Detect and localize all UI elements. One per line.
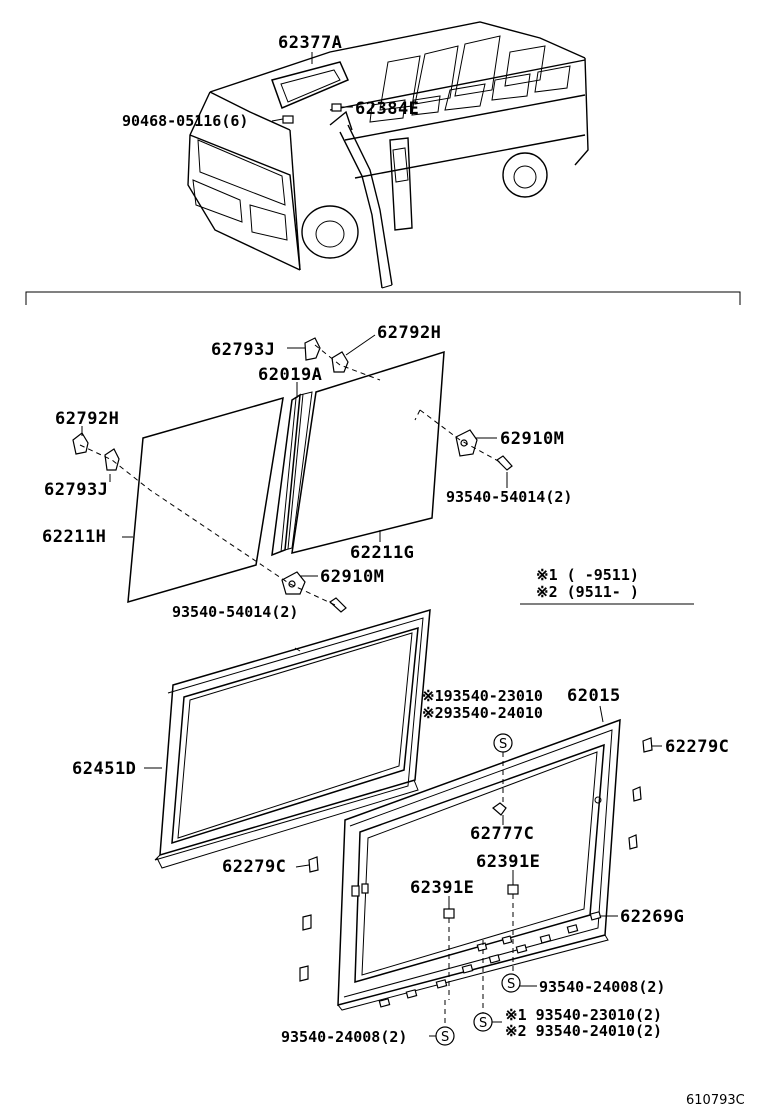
label-93540-23010-bottom: ※1 93540-23010(2) bbox=[505, 1006, 662, 1024]
van-illustration bbox=[187, 21, 589, 289]
svg-text:S: S bbox=[479, 1016, 487, 1031]
clip-62391E-right bbox=[507, 884, 519, 895]
label-62793J-left: 62793J bbox=[44, 480, 108, 500]
clip-62279C-right bbox=[642, 737, 653, 753]
label-62279C-right: 62279C bbox=[665, 737, 729, 757]
label-93540-54014-bottom: 93540-54014(2) bbox=[172, 603, 298, 621]
s-marker-right: S bbox=[501, 973, 521, 993]
figure-reference: 610793C bbox=[686, 1093, 745, 1108]
note-2: ※2 (9511- ) bbox=[536, 583, 639, 601]
section-bracket bbox=[25, 291, 741, 305]
clip-62793J-top bbox=[304, 337, 321, 361]
label-62792H-left: 62792H bbox=[55, 409, 119, 429]
clip-62792H-top bbox=[331, 351, 349, 373]
clip-62391E-left bbox=[443, 908, 455, 919]
label-62384E: 62384E bbox=[355, 99, 419, 119]
label-62910M-right: 62910M bbox=[500, 429, 564, 449]
label-62792H-top: 62792H bbox=[377, 323, 441, 343]
leader-90468 bbox=[271, 118, 284, 122]
glass-62211H bbox=[127, 396, 284, 604]
leader-62015 bbox=[599, 705, 604, 723]
label-62391E-right: 62391E bbox=[476, 852, 540, 872]
s-marker-mid: S bbox=[473, 1012, 493, 1032]
label-93540-24010-bottom: ※2 93540-24010(2) bbox=[505, 1022, 662, 1040]
label-93540-54014-right: 93540-54014(2) bbox=[446, 488, 572, 506]
weatherstrip-62451D bbox=[154, 608, 431, 869]
label-93540-23010-top: ※193540-23010 bbox=[422, 687, 543, 705]
label-62391E-left: 62391E bbox=[410, 878, 474, 898]
label-62793J-top: 62793J bbox=[211, 340, 275, 360]
svg-text:S: S bbox=[507, 977, 515, 992]
bolt-93540-54014-right bbox=[496, 455, 513, 471]
leader-62279C-left bbox=[295, 864, 310, 868]
clip-62777C bbox=[492, 802, 507, 816]
label-62910M-bottom: 62910M bbox=[320, 567, 384, 587]
bolt-93540-54014-bottom bbox=[329, 597, 347, 613]
clip-62792H-left bbox=[72, 432, 89, 455]
label-90468-05116: 90468-05116(6) bbox=[122, 112, 248, 130]
svg-text:S: S bbox=[499, 737, 507, 752]
label-62777C: 62777C bbox=[470, 824, 534, 844]
clip-62279C-left bbox=[308, 856, 319, 873]
frame-62015 bbox=[337, 718, 621, 1011]
label-62211H: 62211H bbox=[42, 527, 106, 547]
clips-62269G-row bbox=[378, 911, 602, 1008]
label-62019A: 62019A bbox=[258, 365, 322, 385]
note-1: ※1 ( -9511) bbox=[536, 566, 639, 584]
label-62279C-left: 62279C bbox=[222, 857, 286, 877]
label-62269G: 62269G bbox=[620, 907, 684, 927]
label-93540-24010-top: ※293540-24010 bbox=[422, 704, 543, 722]
label-62377A: 62377A bbox=[278, 33, 342, 53]
s-marker-top: S bbox=[493, 733, 513, 753]
label-62451D: 62451D bbox=[72, 759, 136, 779]
glass-62211G bbox=[291, 350, 445, 554]
svg-text:S: S bbox=[441, 1030, 449, 1045]
s-marker-left: S bbox=[435, 1026, 455, 1046]
clip-62793J-left bbox=[104, 448, 120, 471]
leader-62792H-top bbox=[345, 334, 376, 356]
label-62211G: 62211G bbox=[350, 543, 414, 563]
label-62015: 62015 bbox=[567, 686, 621, 706]
label-93540-24008-left: 93540-24008(2) bbox=[281, 1028, 407, 1046]
label-93540-24008-right: 93540-24008(2) bbox=[539, 978, 665, 996]
